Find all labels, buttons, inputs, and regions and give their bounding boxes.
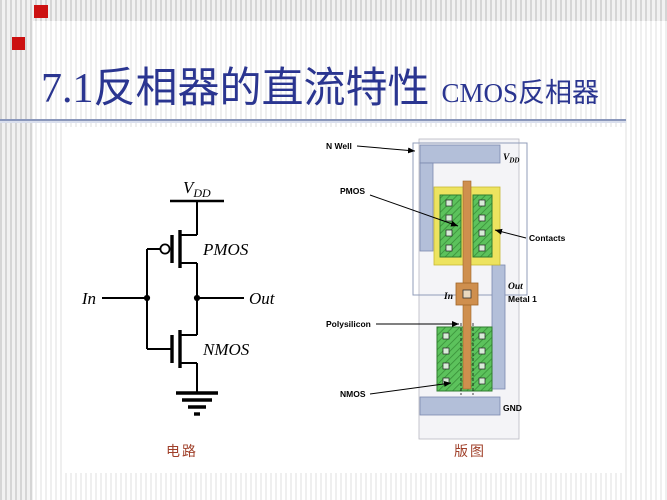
vdd-label: VDD [183, 178, 211, 200]
metal-regions [419, 144, 506, 416]
gnd-rail [419, 396, 501, 416]
pmos-label: PMOS [202, 240, 249, 259]
out-metal-strip [491, 264, 506, 390]
caption-layout: 版图 [454, 443, 486, 459]
title-block: 7.1反相器的直流特性 CMOS反相器 [41, 54, 599, 115]
layout-pmos-label: PMOS [340, 186, 365, 196]
circuit-schematic: VDD PMOS NMOS In Out [81, 178, 276, 416]
circuit-wires [102, 199, 244, 393]
n-well-label: N Well [326, 141, 352, 151]
gnd-label: GND [503, 403, 522, 413]
layout-diagram: N Well VDD PMOS Contacts In Out Metal 1 … [326, 138, 566, 440]
pmos-gate-bubble-icon [159, 243, 171, 255]
layout-out-label: Out [508, 282, 523, 292]
left-stripe-band [0, 0, 33, 500]
vdd-rail [419, 144, 501, 164]
nmos-gate-dashed-outline [460, 323, 474, 395]
vdd-metal-strip [419, 162, 434, 252]
contacts-label: Contacts [529, 233, 566, 243]
pmos-arrow [369, 194, 459, 227]
layout-vdd-label: VDD [503, 153, 519, 165]
layout-in-label: In [443, 292, 453, 302]
nmos-label: NMOS [202, 340, 250, 359]
layout-nmos-label: NMOS [340, 389, 366, 399]
red-square-decoration-2 [12, 37, 25, 50]
pmos-active-right [472, 194, 493, 258]
junction-dots [143, 294, 201, 302]
slide-subtitle: CMOS反相器 [441, 78, 600, 108]
output-label: Out [249, 289, 276, 308]
input-contact [462, 289, 472, 299]
n-well-arrow [356, 145, 416, 154]
polysilicon-label: Polysilicon [326, 319, 371, 329]
transistor-bars [170, 230, 182, 368]
nmos-arrow [369, 380, 452, 395]
title-divider [0, 119, 626, 123]
metal1-label: Metal 1 [508, 294, 537, 304]
caption-circuit: 电路 [166, 443, 198, 459]
red-square-decoration-1 [34, 5, 48, 18]
slide-title: 7.1反相器的直流特性 [41, 66, 430, 112]
content-image: VDD PMOS NMOS In Out [62, 127, 622, 473]
callout-arrows [356, 145, 527, 395]
ground-symbol-icon [176, 391, 218, 416]
top-stripe-band [0, 0, 667, 21]
contacts-arrow [494, 228, 527, 239]
input-label: In [81, 289, 96, 308]
